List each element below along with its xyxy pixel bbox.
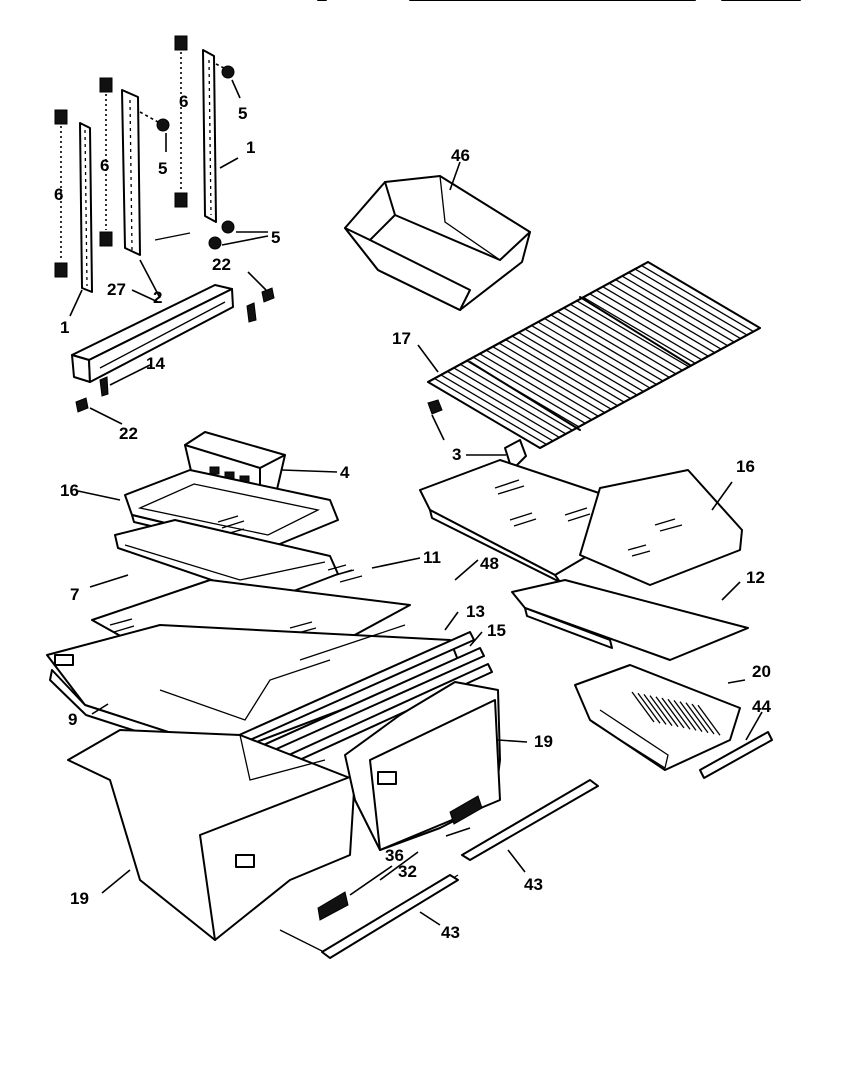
grille-slat bbox=[631, 691, 655, 723]
callout-36: 36 bbox=[385, 846, 404, 865]
wire-rod bbox=[576, 300, 690, 368]
wire-rod bbox=[492, 346, 606, 414]
wire-rod bbox=[621, 275, 735, 343]
wire-rod bbox=[608, 282, 722, 350]
callout-5-middle: 5 bbox=[158, 159, 167, 178]
callout-19-left: 19 bbox=[70, 889, 89, 908]
wire-rod bbox=[447, 370, 560, 438]
callout-43-bottom: 43 bbox=[441, 923, 460, 942]
grille-slat bbox=[661, 697, 685, 729]
callout-44: 44 bbox=[752, 697, 771, 716]
callout-7: 7 bbox=[70, 585, 79, 604]
shelf-rail-left bbox=[79, 122, 93, 293]
wire-rod bbox=[505, 339, 618, 407]
callout-6-right: 6 bbox=[179, 92, 188, 111]
wire-rod bbox=[557, 310, 670, 378]
wire-rod bbox=[440, 374, 554, 442]
wire-rod bbox=[537, 321, 651, 389]
wire-rod bbox=[615, 279, 728, 347]
grille-slat bbox=[697, 704, 721, 736]
grille-slat bbox=[685, 702, 709, 734]
grille-slat bbox=[673, 700, 697, 731]
grille-slat bbox=[649, 695, 673, 726]
wire-rod bbox=[544, 317, 657, 386]
callout-11: 11 bbox=[423, 548, 441, 567]
callout-20: 20 bbox=[752, 662, 771, 681]
wire-rod bbox=[498, 342, 612, 410]
callout-6-left: 6 bbox=[54, 185, 63, 204]
crossbar-screws bbox=[75, 287, 275, 413]
callout-19-right: 19 bbox=[534, 732, 553, 751]
callout-3: 3 bbox=[452, 445, 461, 464]
callout-43-right: 43 bbox=[524, 875, 543, 894]
strip-44 bbox=[699, 731, 773, 779]
wire-rod bbox=[479, 353, 593, 421]
shelf-rail-center bbox=[121, 89, 141, 256]
callout-6-center: 6 bbox=[100, 156, 109, 175]
callout-labels: 1 5 6 6 6 5 5 22 27 2 1 14 22 46 17 3 4 … bbox=[54, 92, 771, 942]
callout-9: 9 bbox=[68, 710, 77, 729]
rail-clips bbox=[54, 35, 188, 278]
wire-rod bbox=[563, 307, 677, 375]
wire-rod bbox=[628, 272, 741, 340]
wire-rod bbox=[550, 314, 664, 382]
meat-drawer-20 bbox=[574, 664, 741, 771]
rail-screws bbox=[139, 63, 235, 250]
grille-slat bbox=[637, 692, 661, 724]
wire-rod bbox=[434, 377, 547, 446]
drawer-strips bbox=[317, 779, 599, 959]
callout-22-top: 22 bbox=[212, 255, 231, 274]
wire-rod bbox=[570, 303, 683, 371]
callout-17: 17 bbox=[392, 329, 411, 348]
wire-rod bbox=[518, 332, 631, 400]
callout-22-bottom: 22 bbox=[119, 424, 138, 443]
shelf-right-16 bbox=[579, 469, 743, 586]
wire-rod bbox=[453, 367, 567, 435]
wire-rod bbox=[641, 264, 754, 333]
callout-15: 15 bbox=[487, 621, 506, 640]
crisper-rails bbox=[227, 631, 493, 784]
callout-16-left: 16 bbox=[60, 481, 79, 500]
callout-13: 13 bbox=[466, 602, 485, 621]
callout-5-top: 5 bbox=[238, 104, 247, 123]
grille-slat bbox=[679, 701, 703, 732]
wire-rod bbox=[595, 289, 709, 357]
wire-rod bbox=[472, 356, 586, 424]
callout-16-right: 16 bbox=[736, 457, 755, 476]
callout-12: 12 bbox=[746, 568, 765, 587]
grille-slat bbox=[655, 696, 679, 728]
callout-2: 2 bbox=[153, 288, 162, 307]
wire-rod bbox=[460, 363, 573, 431]
shelf-rail-right bbox=[202, 49, 217, 223]
callout-32: 32 bbox=[398, 862, 417, 881]
wire-rod bbox=[511, 335, 625, 403]
grille-slat bbox=[691, 703, 715, 735]
callout-27: 27 bbox=[107, 280, 126, 299]
callout-1-right: 1 bbox=[246, 138, 255, 157]
crisper-drawer-left bbox=[67, 729, 459, 956]
grille-slat bbox=[643, 694, 667, 725]
wire-rod bbox=[589, 293, 703, 361]
callout-4: 4 bbox=[340, 463, 350, 482]
callout-14: 14 bbox=[146, 354, 165, 373]
wire-shelf bbox=[427, 261, 761, 449]
wire-rod bbox=[531, 324, 644, 393]
leader-lines bbox=[69, 79, 763, 926]
callout-48: 48 bbox=[480, 554, 499, 573]
wire-rod bbox=[524, 328, 638, 396]
callout-5-lower: 5 bbox=[271, 228, 280, 247]
crossbar bbox=[71, 284, 234, 383]
callout-46: 46 bbox=[451, 146, 470, 165]
wire-rod bbox=[602, 286, 716, 354]
callout-1-left: 1 bbox=[60, 318, 69, 337]
wire-rod bbox=[582, 296, 696, 364]
shelf-frame-12 bbox=[511, 579, 749, 661]
wire-rod bbox=[634, 268, 748, 336]
storage-bin bbox=[344, 175, 531, 311]
wire-rod bbox=[485, 349, 599, 417]
grille-slat bbox=[667, 698, 691, 730]
